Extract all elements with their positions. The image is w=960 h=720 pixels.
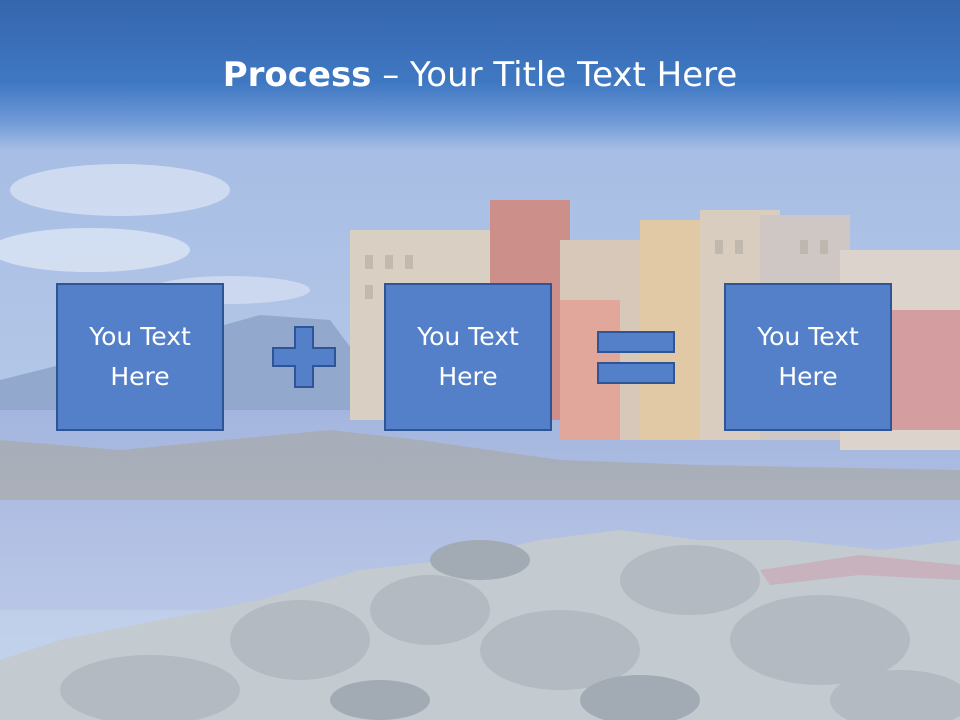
title-bold: Process [222,55,372,95]
text-box-2[interactable]: You Text Here [384,283,552,431]
text-box-1[interactable]: You Text Here [56,283,224,431]
title-rest: – Your Title Text Here [371,55,738,95]
equals-icon [597,331,675,384]
text-box-2-label: You Text Here [417,322,519,391]
plus-icon [272,326,336,388]
text-box-1-label: You Text Here [89,322,191,391]
text-box-3[interactable]: You Text Here [724,283,892,431]
title-band [0,0,960,150]
text-box-3-label: You Text Here [757,322,859,391]
slide-title: Process – Your Title Text Here [0,52,960,98]
